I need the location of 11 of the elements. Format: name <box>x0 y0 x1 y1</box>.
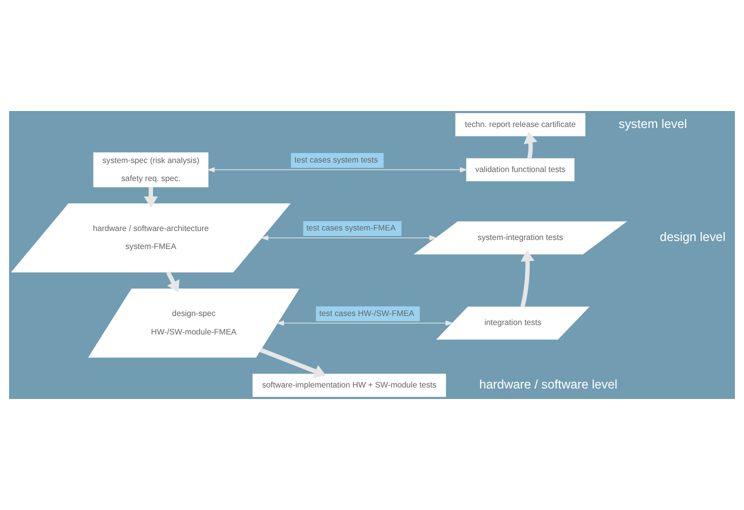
label: hardware / software level <box>479 377 618 392</box>
arrow <box>524 132 538 159</box>
arrow <box>207 167 468 172</box>
arrow <box>260 348 326 378</box>
label: design level <box>660 230 726 244</box>
arrow <box>144 186 158 208</box>
label: system level <box>618 116 688 131</box>
arrow <box>260 235 438 241</box>
arrow <box>276 320 454 326</box>
arrow <box>166 271 180 293</box>
arrow <box>520 250 535 308</box>
